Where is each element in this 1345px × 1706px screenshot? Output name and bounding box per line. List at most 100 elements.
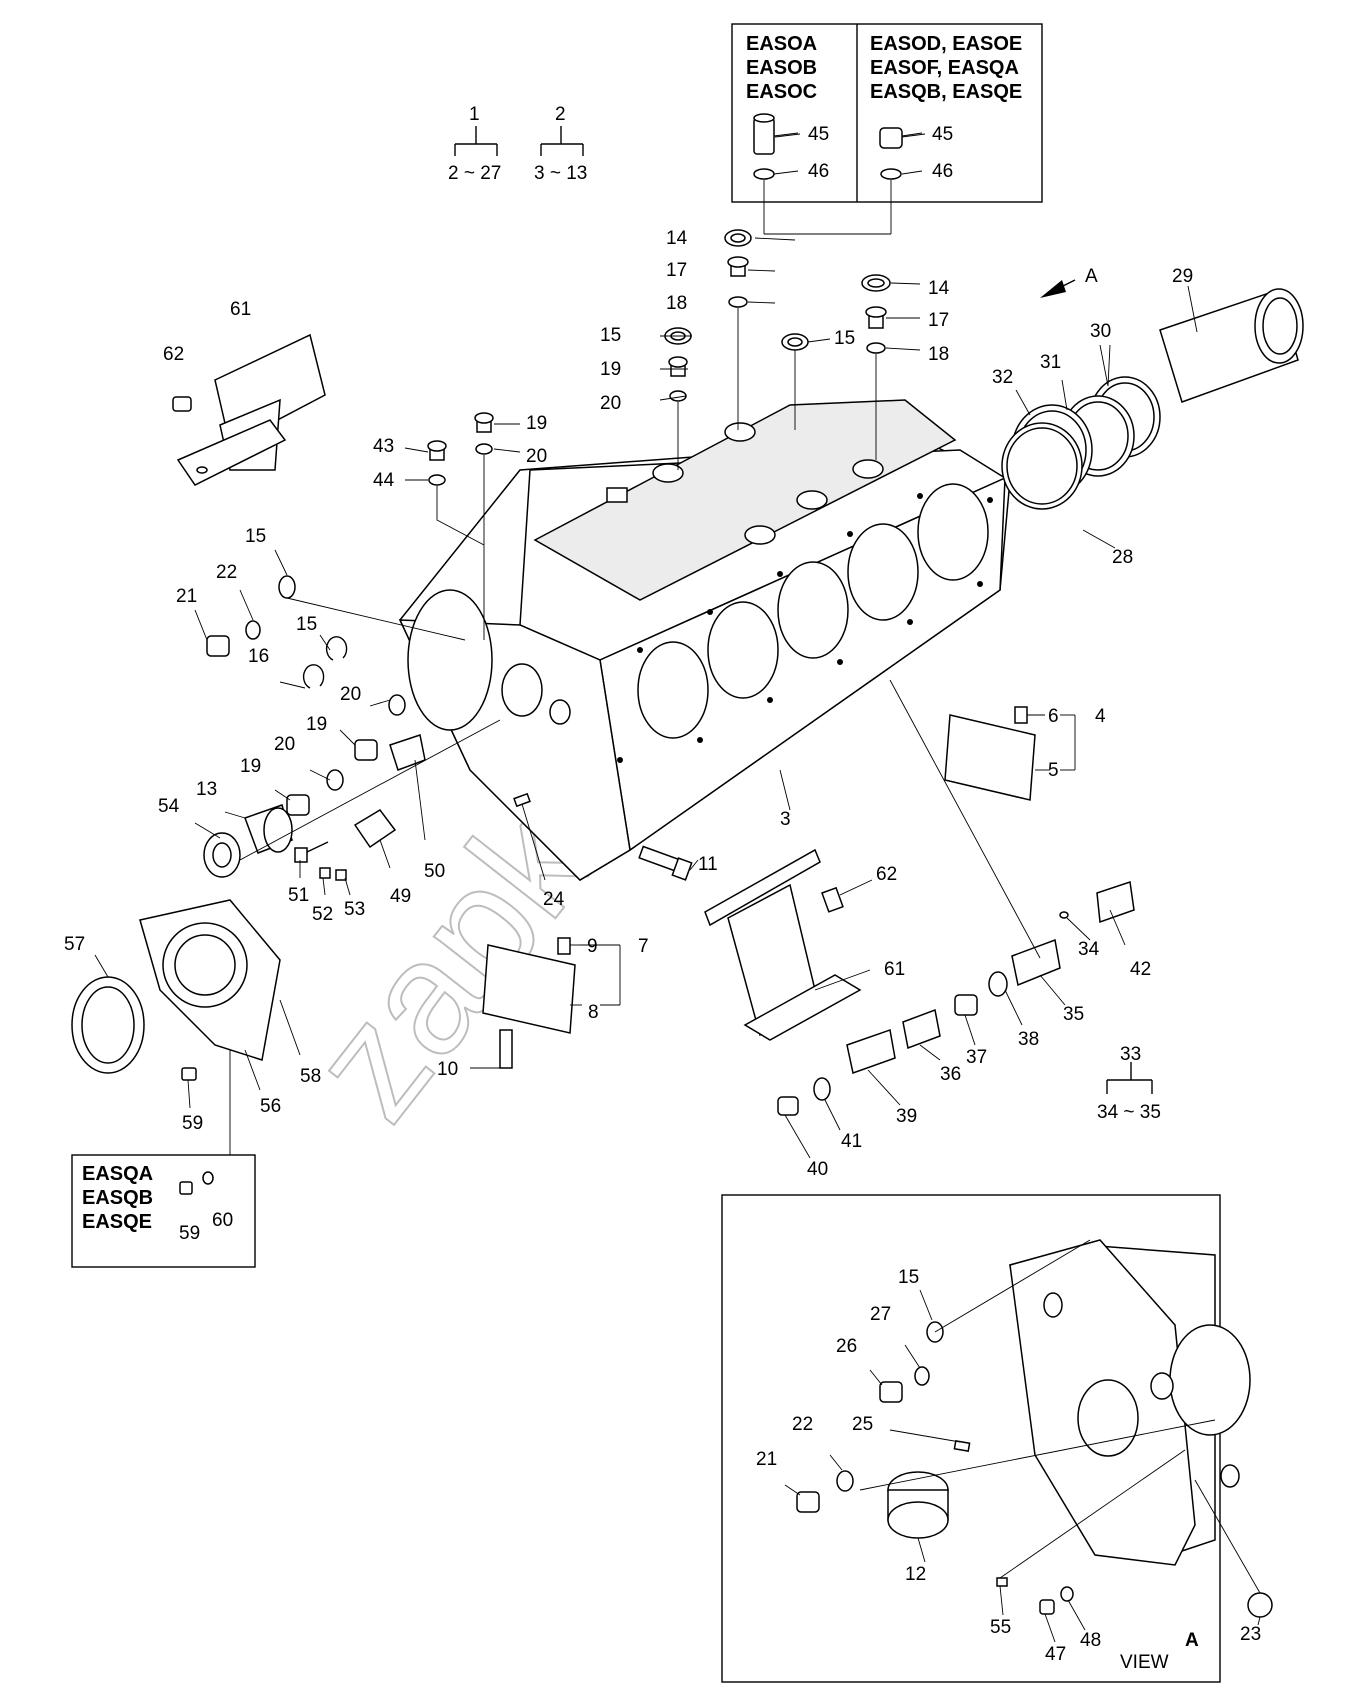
variant-code: EASQB [82,1187,153,1209]
callout-label: 55 [990,1617,1011,1638]
callout-label: 56 [260,1096,281,1117]
callout-label: 39 [896,1106,917,1127]
callout-label: 27 [870,1304,891,1325]
callout-label: 52 [312,904,333,925]
group-bracket: 33 34 ~ 35 [1097,1044,1161,1123]
cylinder-block [398,399,1011,881]
callout-label: 42 [1130,959,1151,980]
variant-table-top: EASOA EASOB EASOC EASOD, EASOE EASOF, EA… [731,23,1043,235]
main-bearing-cap [944,706,1036,801]
variant-code: EASQE [82,1211,152,1233]
callout-label: 49 [390,886,411,907]
variant-code: EASQB, EASQE [870,81,1022,103]
callout-label: 57 [64,934,85,955]
callout-label: 40 [807,1159,828,1180]
bolt-59 [181,1067,197,1081]
leader-lines [94,133,1261,1643]
callout-label: 37 [966,1047,987,1068]
callout-label: 45 [808,124,829,145]
oil-cooler-parts [777,679,1135,1116]
callout-label: 41 [841,1131,862,1152]
callout-label: 21 [176,586,197,607]
callout-label: 50 [424,861,445,882]
callout-label: 19 [306,714,327,735]
group-range: 34 ~ 35 [1097,1102,1161,1123]
callout-label: 15 [296,614,317,635]
callout-label: 28 [1112,547,1133,568]
callout-label: 58 [300,1066,321,1087]
variant-code: EASOF, EASQA [870,57,1019,79]
callout-label: 24 [543,889,565,910]
callout-label: 51 [288,885,309,906]
callout-label: 17 [666,260,687,281]
callout-label: 15 [898,1267,919,1288]
callout-label: 46 [932,161,953,182]
callout-label: 6 [1048,706,1059,727]
callout-label: 60 [212,1210,233,1231]
callout-labels: 45 46 45 46 14 17 18 14 17 18 15 19 20 1… [64,124,1261,1665]
callout-label: 61 [230,299,251,320]
callout-label: 15 [600,325,621,346]
engine-mount-bracket [704,848,862,1041]
bolt-11 [638,845,693,881]
callout-label: 53 [344,899,365,920]
callout-label: 8 [588,1002,599,1023]
callout-label: 18 [928,344,949,365]
callout-label: 10 [437,1059,458,1080]
flywheel-housing [139,899,281,1061]
callout-label: 12 [905,1564,926,1585]
callout-label: 19 [526,413,547,434]
callout-label: 25 [852,1414,873,1435]
group-range: 2 ~ 27 [448,163,501,184]
variant-code: EASOD, EASOE [870,33,1022,55]
engine-mount-bracket [172,333,326,486]
callout-label: 20 [274,734,295,755]
piston-rings [1001,376,1161,510]
callout-label: 15 [245,526,266,547]
callout-label: 14 [928,278,950,299]
callout-label: 48 [1080,1630,1101,1651]
callout-label: 30 [1090,321,1111,342]
variant-code: EASOA [746,33,817,55]
callout-label: 3 [780,809,791,830]
callout-label: 54 [158,796,180,817]
variant-table-bottom: EASQA EASQB EASQE [71,1050,256,1268]
callout-label: 47 [1045,1644,1066,1665]
group-parent: 33 [1120,1044,1141,1065]
callout-label: 19 [600,359,621,380]
callout-label: 38 [1018,1029,1039,1050]
variant-code: EASQA [82,1163,153,1185]
callout-label: 20 [600,393,621,414]
group-bracket: 2 3 ~ 13 [534,104,587,184]
callout-label: 16 [248,646,269,667]
seal-rings-top [427,229,891,640]
callout-label: 36 [940,1064,961,1085]
rear-oil-seal [71,976,145,1074]
callout-label: 45 [932,124,953,145]
callout-label: 7 [638,936,649,957]
callout-label: 29 [1172,266,1193,287]
dowel-pin [513,792,531,808]
callout-label: 59 [179,1223,200,1244]
callout-label: 18 [666,293,687,314]
callout-label: 31 [1040,352,1061,373]
callout-label: 26 [836,1336,857,1357]
callout-label: 15 [834,328,855,349]
callout-label: 9 [587,936,598,957]
callout-label: 44 [373,470,395,491]
callout-label: 20 [340,684,361,705]
view-direction-arrow: A [1040,266,1098,298]
cylinder-liner [1159,288,1304,403]
view-letter: A [1185,1630,1199,1651]
group-parent: 2 [555,104,566,125]
callout-label: 22 [792,1414,813,1435]
callout-label: 32 [992,367,1013,388]
callout-label: 59 [182,1113,203,1134]
left-side-parts [203,575,501,878]
callout-label: 19 [240,756,261,777]
callout-label: 11 [698,854,718,875]
callout-label: 14 [666,228,688,249]
variant-code: EASOC [746,81,817,103]
